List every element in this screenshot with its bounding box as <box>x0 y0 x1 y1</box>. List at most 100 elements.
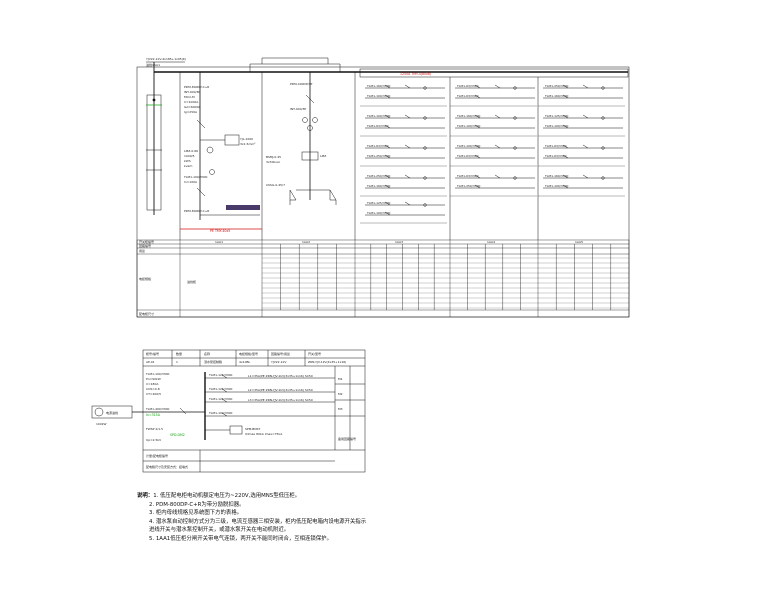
panel-number-1: 1AA2 <box>302 240 310 244</box>
branch-1: TLM1-125/3300 L2=35A/PE ZRN-YJV-1kV(3x35+… <box>205 387 335 393</box>
feeder-label-b-1-2: TLM1-63/3300 <box>456 154 479 158</box>
meter-box <box>224 134 240 146</box>
bottom-header-value-0: AP-01 <box>146 360 155 364</box>
svg-text:Isd=6000A: Isd=6000A <box>184 105 202 109</box>
right-bus-label: 1250A TMY-4(80x8) <box>400 72 431 76</box>
svg-text:INT-400/3P: INT-400/3P <box>184 90 200 94</box>
branch-cable-2: L3=35A/PE ZRN-YJV-1kV(3x35+1x16) SC50 <box>248 398 313 402</box>
notes-line-3: 4. 潜水泵自动控制方式分为三级，电流互感器三相安装，柜内低压配电箱内设电源开关… <box>149 518 367 525</box>
notes-line-0: 1. 低压配电柜电动机额定电压为~220V,选用MNS型低压柜。 <box>153 493 301 499</box>
bottom-header-5: 开关/型号 <box>308 351 321 356</box>
feeder-label-b-0-2: TLM1-250/3300 <box>366 154 391 158</box>
feeder-label-b-1-3: TLM1-250/3300 <box>456 184 481 188</box>
bottom-header-2: 名称 <box>204 351 210 356</box>
feeder-label-0-1: TLM1-100/3300 <box>366 114 391 118</box>
panel-number-4: 1AA5 <box>575 240 583 244</box>
table-row-label-0: 开关柜编号 <box>139 239 154 244</box>
pe-bus-label: PE TMY-40x5 <box>210 229 230 233</box>
svg-text:TLM1-100/3300: TLM1-100/3300 <box>183 175 208 179</box>
svg-text:INT-400/3P: INT-400/3P <box>290 107 306 111</box>
notes-heading: 说明：1. 低压配电柜电动机额定电压为~220V,选用MNS型低压柜。 <box>137 492 607 501</box>
right-col-1: M2 <box>338 392 343 396</box>
svg-text:BSMJ-0.45: BSMJ-0.45 <box>266 155 281 159</box>
bottom-diagram-frame <box>142 349 366 473</box>
notes-line-5: 5. 1AA1低压柜分闸开关带电气连锁，两开关不能同时闭合，互相连锁保护。 <box>149 535 332 542</box>
notes-block: 说明：1. 低压配电柜电动机额定电压为~220V,选用MNS型低压柜。 2. P… <box>137 492 607 544</box>
branch-breaker-3: TLM1-100/3300 <box>208 411 233 415</box>
feeder-label-0-4: TLM1-125/3300 <box>366 201 391 205</box>
feeder-label-b-1-0: TLM1-63/3300 <box>456 94 479 98</box>
branch-breaker-1: TLM1-125/3300 <box>208 387 233 391</box>
feeder-label-b-2-3: TLM1-100/3300 <box>544 184 569 188</box>
branch-breaker-0: TLM1-125/3300 <box>208 373 233 377</box>
right-col-0: M1 <box>338 377 343 381</box>
notes-heading-label: 说明： <box>137 493 154 499</box>
right-col-2: M3 <box>338 407 343 411</box>
panel-note: 进线柜 <box>187 279 196 284</box>
feeder-label-0-3: TLM1-250/3300 <box>366 174 391 178</box>
top-table-grid <box>262 244 629 310</box>
feeder-label-2-1: TLM1-125/3300 <box>544 114 569 118</box>
incoming-cable-label: YJV22-1kV-4x185+1x95(K) <box>146 57 186 61</box>
svg-text:COS=0.8: COS=0.8 <box>146 387 160 391</box>
bottom-header-3: 电缆规格/型号 <box>239 351 258 356</box>
table-row-label-3: 电缆规格 <box>139 276 151 281</box>
panel-number-3: 1AA4 <box>487 240 495 244</box>
feeder-label-1-3: TLM1-63/3300 <box>456 174 479 178</box>
svg-text:kvarh: kvarh <box>184 164 193 168</box>
bottom-header-0: 柜号/编号 <box>146 351 159 356</box>
feeder-label-b-1-1: TLM1-100/3300 <box>456 124 481 128</box>
main-breaker-label: TLM1-400/3300 <box>145 407 170 411</box>
svg-text:PDM-800DP-C+R: PDM-800DP-C+R <box>184 85 209 89</box>
svg-text:Ir=180A: Ir=180A <box>146 382 159 386</box>
top-single-line-diagram: YJV22-1kV-4x185+1x95(K) 进线1AA1 1250A TMY… <box>136 57 630 318</box>
feeder-label-b-0-0: TLM1-100/3300 <box>366 94 391 98</box>
svg-text:PDM-400DP/3P: PDM-400DP/3P <box>290 82 313 86</box>
svg-text:Pn=90kW: Pn=90kW <box>146 377 161 381</box>
bottom-header-value-5: ZRN-YJV-1kV(4x35+1x16) <box>308 360 346 364</box>
svg-text:LMZ-0.66: LMZ-0.66 <box>184 149 198 153</box>
feeder-label-1-1: TLM1-160/3300 <box>456 114 481 118</box>
bottom-header-value-2: 潜水泵控制箱 <box>204 359 222 364</box>
svg-text:3x30kvar: 3x30kvar <box>266 160 281 164</box>
feeder-label-0-0: TLM1-160/3300 <box>366 84 391 88</box>
source-power: 100kW <box>96 422 106 426</box>
mid-panel-circuit: PDM-400DP/3P INT-400/3P BSMJ-0.45 3x30kv… <box>266 72 337 205</box>
table-row-label-1: 回路编号 <box>139 243 151 248</box>
right-col-3: 备用回路编号 <box>338 436 356 441</box>
bottom-row-1: 配电箱尺寸及安装方式：挂墙式 <box>146 464 188 469</box>
top-parameter-table: 开关柜编号 回路编号 用途 电缆规格 配电柜尺寸 1AA1 1AA2 1AA3 … <box>136 239 630 318</box>
svg-text:CKSG-0.45/7: CKSG-0.45/7 <box>266 183 285 187</box>
svg-text:3x1.5mm²: 3x1.5mm² <box>240 142 256 146</box>
feeder-label-1-2: TLM1-100/3300 <box>456 144 481 148</box>
left-panel-circuit: PDM-800DP-C+R INT-400/3P MCU-M Ir=1000A … <box>180 72 262 233</box>
svg-text:Ir=1000A: Ir=1000A <box>184 100 199 104</box>
feeder-label-2-3: TLM1-160/3300 <box>544 174 569 178</box>
bottom-header-value-1: 1 <box>176 360 178 364</box>
top-diagram-frame <box>136 66 630 318</box>
bottom-header-value-3: 4x10BL <box>239 360 251 364</box>
svg-text:FWSP 2/1.5: FWSP 2/1.5 <box>146 427 163 431</box>
incoming-cable-sub: 进线1AA1 <box>146 62 160 67</box>
feeder-label-b-0-4: TLM1-100/3300 <box>366 211 391 215</box>
bottom-row-0: 计量/配电柜编号 <box>146 453 168 458</box>
spd-sub: Up=2.5kV <box>146 438 162 442</box>
feeder-label-0-2: TLM1-63/3300 <box>366 144 389 148</box>
svg-text:MCU-M: MCU-M <box>184 95 195 99</box>
source-label: 电源进线 <box>106 410 118 415</box>
branch-cable-1: L2=35A/PE ZRN-YJV-1kV(3x35+1x16) SC50 <box>248 388 313 392</box>
svg-text:1000/5: 1000/5 <box>184 154 195 158</box>
feeder-label-1-0: TLM1-63/3300 <box>456 84 479 88</box>
svg-text:TLM1-100/3300: TLM1-100/3300 <box>145 372 170 376</box>
feeder-label-b-0-3: TLM1-160/3300 <box>366 184 391 188</box>
svg-text:PDM-800DP-C+R: PDM-800DP-C+R <box>184 209 209 213</box>
